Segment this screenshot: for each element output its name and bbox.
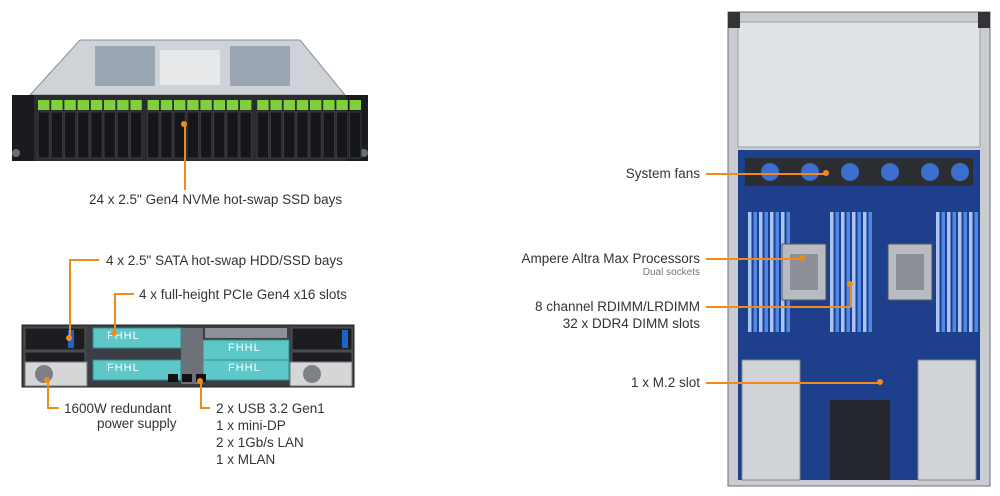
drive-bay-latch	[323, 100, 335, 110]
fhhl-label-3: FHHL	[228, 342, 261, 354]
drive-bay	[269, 111, 283, 159]
drive-bay-latch	[130, 100, 142, 110]
dimm-slot	[830, 212, 834, 332]
drive-bay-latch	[51, 100, 63, 110]
drive-bay-latch	[336, 100, 348, 110]
drive-bay	[226, 111, 239, 159]
drive-bay	[147, 111, 160, 159]
drive-bay	[50, 111, 64, 159]
nvme-leader-dot	[181, 121, 187, 127]
dimm-slot	[974, 212, 978, 332]
drive-bay-latch	[296, 100, 309, 110]
drive-bay-latch	[64, 100, 76, 110]
drive-bay-latch	[77, 100, 89, 110]
dimm-slot	[770, 212, 774, 332]
drive-bay	[37, 111, 50, 159]
drive-bay-latch	[104, 100, 116, 110]
drive-bay	[77, 111, 90, 159]
drive-bay-latch	[200, 100, 212, 110]
dimm-slot	[835, 212, 839, 332]
drive-bay	[63, 111, 77, 159]
drive-bay	[90, 111, 103, 159]
dimm-slot	[947, 212, 951, 332]
dimm-label-1: 8 channel RDIMM/LRDIMM	[534, 299, 700, 314]
drive-bay	[186, 111, 200, 159]
dimm-slot	[748, 212, 752, 332]
drive-bay-latch	[270, 100, 282, 110]
drive-bay	[283, 111, 296, 159]
dimm-label-2: 32 x DDR4 DIMM slots	[562, 316, 700, 331]
cpu-label: Ampere Altra Max Processors	[521, 251, 700, 266]
dimm-slot	[941, 212, 945, 332]
io-label-4: 1 x MLAN	[216, 452, 276, 467]
drive-bay	[309, 111, 322, 159]
drive-bay	[335, 111, 349, 159]
nvme-leader-line	[184, 124, 186, 190]
drive-bay	[213, 111, 226, 159]
dimm-slot	[759, 212, 763, 332]
drive-bay-latch	[240, 100, 252, 110]
drive-bay-latch	[310, 100, 322, 110]
dimm-slot	[952, 212, 956, 332]
drive-bay	[129, 111, 143, 159]
drive-bay-latch	[147, 100, 159, 110]
dimm-slot	[963, 212, 967, 332]
drive-bay-latch	[349, 100, 361, 110]
drive-bay-latch	[257, 100, 269, 110]
psu-label-2: power supply	[97, 416, 177, 431]
drive-bay-latch	[160, 100, 173, 110]
dimm-slot	[841, 212, 845, 332]
dimm-slot	[775, 212, 779, 332]
drive-bay	[103, 111, 116, 159]
drive-bay-latch	[187, 100, 199, 110]
io-label-1: 2 x USB 3.2 Gen1	[216, 401, 325, 416]
io-label-3: 2 x 1Gb/s LAN	[216, 435, 304, 450]
drive-bay	[349, 111, 362, 159]
dimm-slot	[753, 212, 757, 332]
dimm-slot	[868, 212, 872, 332]
drive-bay-latch	[213, 100, 225, 110]
dimm-slot	[969, 212, 973, 332]
dimm-slot	[936, 212, 940, 332]
pcie-slots-label: 4 x full-height PCIe Gen4 x16 slots	[139, 287, 347, 302]
drive-bay-latch	[226, 100, 239, 110]
cpu-sub-label: Dual sockets	[642, 267, 700, 278]
dimm-slot	[863, 212, 867, 332]
drive-bay	[160, 111, 173, 159]
drive-bay-latch	[117, 100, 129, 110]
dimm-slot	[846, 212, 850, 332]
drive-bay	[322, 111, 336, 159]
drive-bay-latch	[38, 100, 50, 110]
m2-label: 1 x M.2 slot	[630, 375, 700, 390]
fans-label: System fans	[625, 166, 700, 181]
drive-bay-latch	[174, 100, 186, 110]
drive-bay	[239, 111, 252, 159]
dimm-slot	[958, 212, 962, 332]
drive-bay-latch	[283, 100, 295, 110]
drive-bay	[296, 111, 309, 159]
dimm-slot	[857, 212, 861, 332]
sata-bays-label: 4 x 2.5" SATA hot-swap HDD/SSD bays	[106, 253, 343, 268]
drive-bay	[256, 111, 270, 159]
drive-bay	[116, 111, 130, 159]
fhhl-label-2: FHHL	[107, 362, 140, 374]
dimm-slot	[852, 212, 856, 332]
drive-bay	[199, 111, 213, 159]
nvme-bays-label: 24 x 2.5" Gen4 NVMe hot-swap SSD bays	[89, 192, 343, 207]
io-label-2: 1 x mini-DP	[216, 418, 286, 433]
fhhl-label-4: FHHL	[228, 362, 261, 374]
drive-bay-latch	[90, 100, 103, 110]
dimm-slot	[764, 212, 768, 332]
psu-label-1: 1600W redundant	[64, 401, 172, 416]
